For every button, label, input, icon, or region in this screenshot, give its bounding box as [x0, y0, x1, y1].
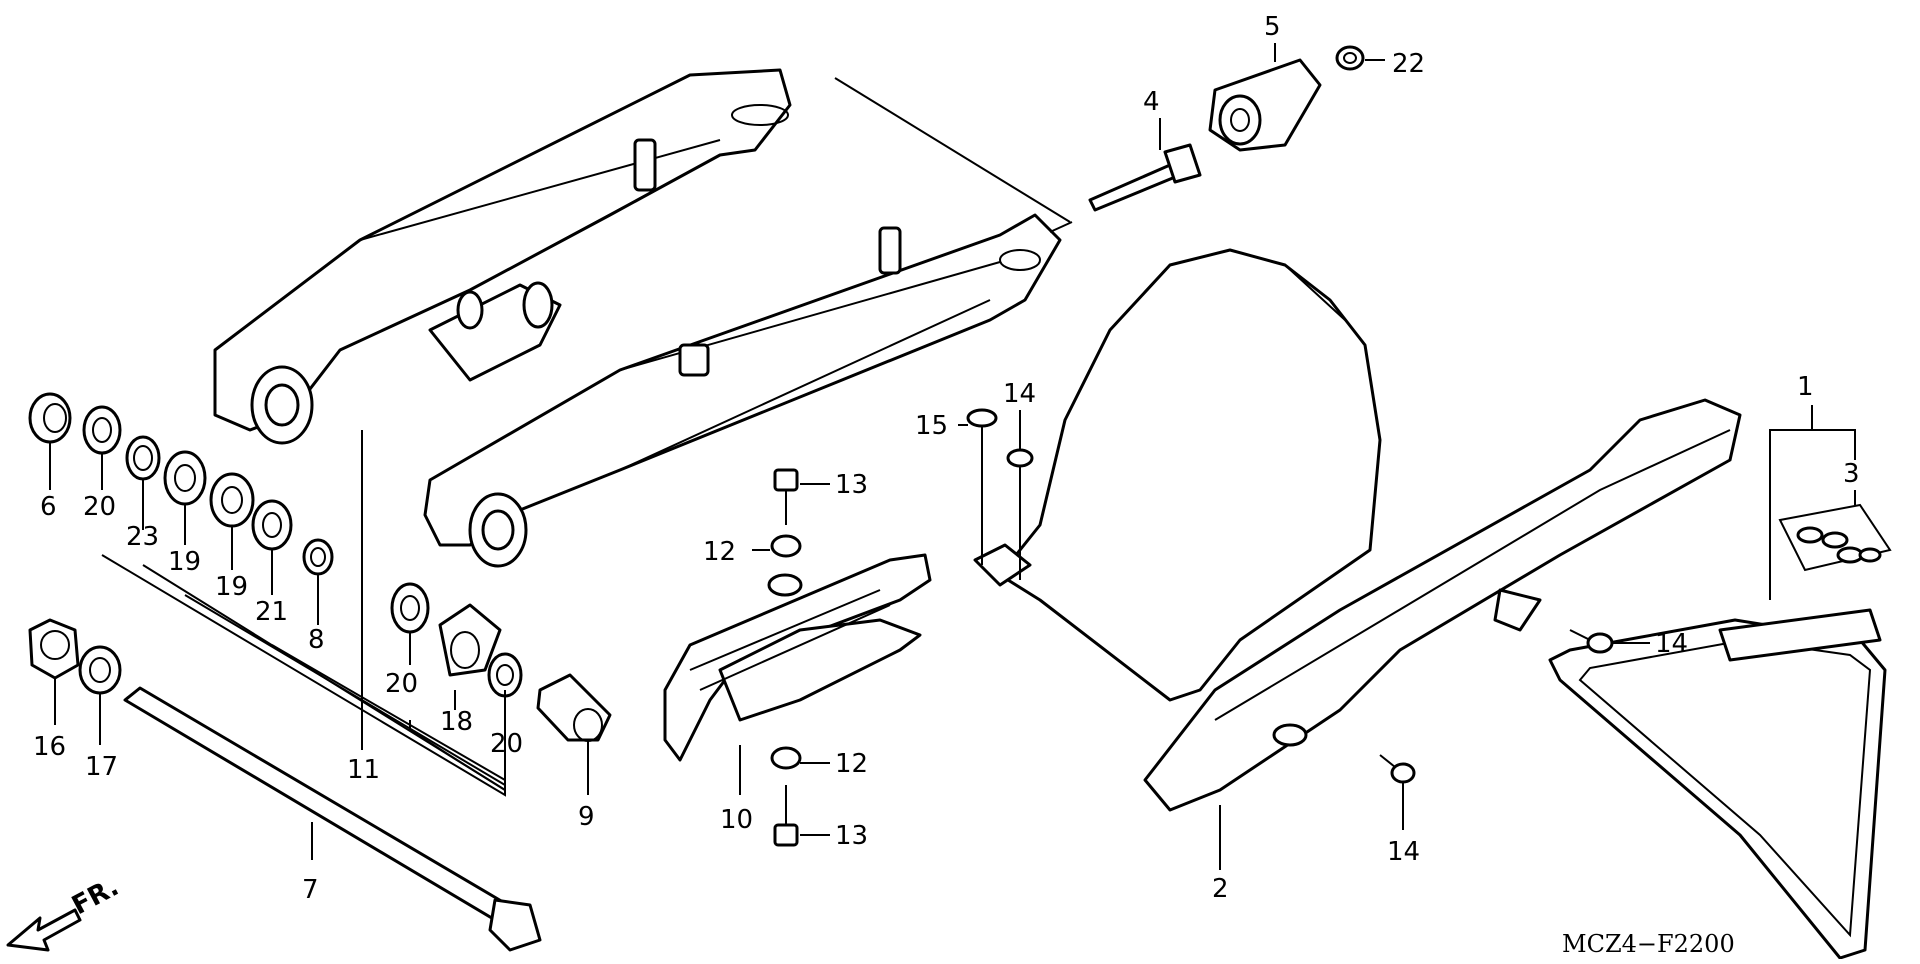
washer-part-17: [78, 645, 122, 695]
callout-5: 5: [1264, 12, 1281, 42]
callout-23: 23: [126, 522, 159, 552]
bolt-part-13-b: [773, 785, 799, 847]
callout-2: 2: [1212, 874, 1229, 904]
callout-22: 22: [1392, 49, 1425, 79]
callout-19-b: 19: [215, 572, 248, 602]
callout-18: 18: [440, 707, 473, 737]
callout-9: 9: [578, 802, 595, 832]
callout-labels: 1 2 3 4 5 6 7 8 9 10 11 12 12 13 13 14 1…: [33, 12, 1860, 905]
callout-6: 6: [40, 492, 57, 522]
collar-part-8: [302, 538, 334, 576]
bolt-part-13-a: [773, 468, 799, 525]
callout-13-b: 13: [835, 821, 868, 851]
dust-seal-part-6: [28, 392, 72, 444]
diagram-code: MCZ4−F2200: [1562, 930, 1735, 958]
nut-part-16: [28, 618, 80, 680]
bearing-part-21: [251, 499, 293, 551]
nut-part-22: [1335, 45, 1365, 71]
rear-fender-part-2: [973, 248, 1742, 812]
callout-11: 11: [347, 755, 380, 785]
callout-8: 8: [308, 625, 325, 655]
front-direction-arrow: FR.: [6, 872, 124, 952]
callout-20-b: 20: [385, 669, 418, 699]
callout-3: 3: [1843, 459, 1860, 489]
needle-bearing-part-18: [438, 603, 502, 677]
callout-14-a: 14: [1003, 379, 1036, 409]
chain-joint-part-3: [1778, 503, 1892, 572]
chain-slider-part-10: [663, 553, 932, 762]
swingarm-part-11: [213, 68, 1062, 568]
bearing-part-20-b: [390, 582, 430, 634]
callout-14-c: 14: [1387, 837, 1420, 867]
callout-12-b: 12: [835, 749, 868, 779]
callout-12-a: 12: [703, 537, 736, 567]
callout-15: 15: [915, 411, 948, 441]
bolt-part-15: [966, 408, 998, 455]
drive-chain-part-1: [1548, 608, 1887, 960]
leader-lines: [49, 43, 1856, 870]
bearing-part-20-c: [487, 652, 523, 698]
circlip-part-23: [125, 435, 161, 481]
screw-part-14-c: [1379, 754, 1416, 784]
pivot-axle-part-7: [123, 686, 542, 952]
bearing-part-19-a: [163, 450, 207, 506]
callout-17: 17: [85, 752, 118, 782]
bearing-part-20-a: [82, 405, 122, 455]
callout-16: 16: [33, 732, 66, 762]
callout-19-a: 19: [168, 547, 201, 577]
callout-1: 1: [1797, 372, 1814, 402]
chain-adjuster-part-5: [1208, 58, 1322, 152]
washer-part-12-b: [770, 746, 802, 770]
callout-20-a: 20: [83, 492, 116, 522]
callout-7: 7: [302, 875, 319, 905]
bearing-part-19-b: [209, 472, 255, 528]
callout-13-a: 13: [835, 470, 868, 500]
callout-4: 4: [1143, 87, 1160, 117]
adjuster-bolt-part-4: [1088, 143, 1202, 212]
callout-21: 21: [255, 597, 288, 627]
callout-10: 10: [720, 805, 753, 835]
screw-part-14-a: [1006, 448, 1034, 490]
callout-20-c: 20: [490, 729, 523, 759]
callout-14-b: 14: [1655, 629, 1688, 659]
collar-part-9: [536, 673, 612, 742]
washer-part-12-a: [770, 534, 802, 558]
